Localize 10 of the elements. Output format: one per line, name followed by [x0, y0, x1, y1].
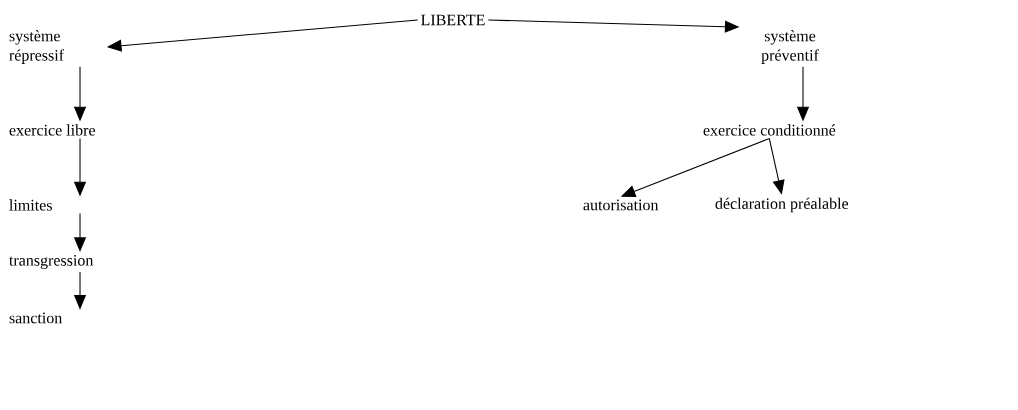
node-label: déclaration préalable — [715, 197, 849, 213]
node-label: exercice conditionné — [703, 124, 836, 136]
node-label: sanction — [9, 312, 63, 324]
node-label: limites — [9, 199, 52, 211]
node-label: système préventif — [761, 30, 819, 64]
node-label: autorisation — [583, 199, 659, 211]
node-label: transgression — [9, 254, 94, 269]
node-label: système répressif — [9, 30, 65, 64]
title-text: LIBERTE — [421, 14, 485, 26]
node-label: exercice libre — [9, 124, 95, 136]
